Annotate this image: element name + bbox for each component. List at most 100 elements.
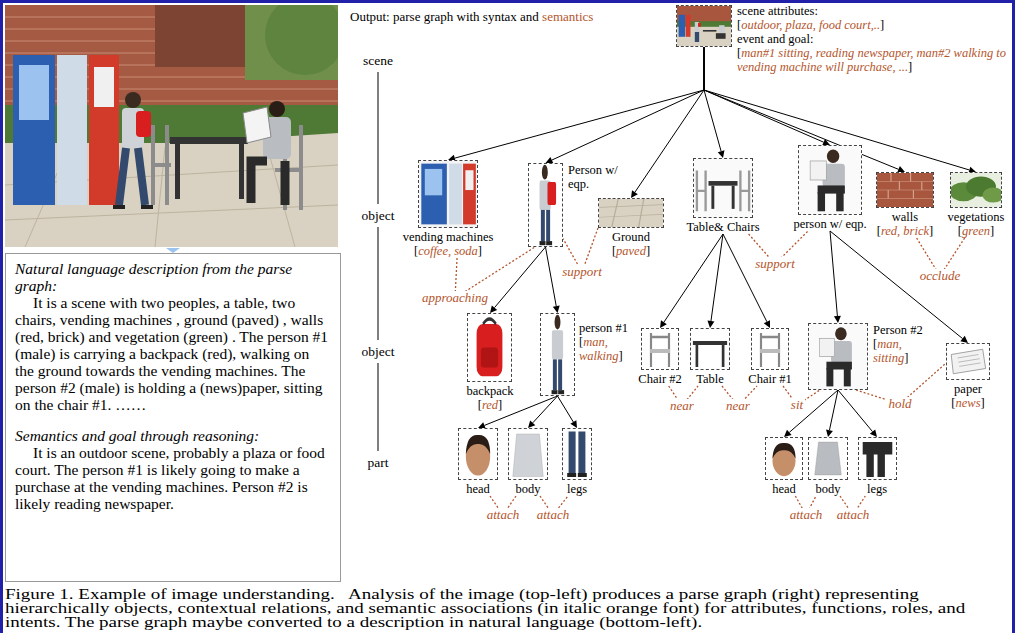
- part-node: body: [508, 428, 548, 496]
- object-node: vending machines[coffee, soda]: [403, 160, 494, 258]
- node-caption: Person w/ eqp.: [568, 163, 624, 191]
- connector-line: [723, 234, 767, 322]
- scene-node: scene attributes:[outdoor, plaza, food c…: [676, 5, 732, 47]
- node-caption: person w/ eqp.: [793, 217, 866, 231]
- node-caption: [outdoor, plaza, food court,..]: [737, 18, 1007, 32]
- description-box: Natural language description from the pa…: [5, 253, 341, 582]
- node-caption: legs: [567, 482, 587, 496]
- object-node: Table& Chairs: [686, 158, 759, 234]
- object-node: Ground[paved]: [598, 198, 664, 258]
- thumbnail-box: [808, 437, 848, 480]
- thumbnail-picture: [809, 324, 867, 389]
- arrowhead: [631, 190, 638, 198]
- arrowhead: [826, 429, 833, 437]
- thumbnail-box: [693, 158, 753, 218]
- node-caption: person #1: [579, 321, 631, 335]
- level-label: scene: [363, 53, 393, 68]
- arrowhead: [960, 336, 968, 343]
- part-node: legs: [858, 437, 897, 496]
- thumbnail-box: [540, 313, 575, 396]
- connector-line: [711, 234, 723, 321]
- node-caption: event and goal:: [737, 32, 1007, 46]
- description-text: It is a scene with two peoples, a table,…: [15, 294, 331, 413]
- tree-arrow: [784, 390, 838, 437]
- relation-label: attach: [485, 508, 522, 522]
- tree-arrow: [660, 234, 723, 328]
- tree-arrow: [546, 247, 560, 313]
- arrowhead: [784, 430, 792, 437]
- thumbnail-box: [598, 198, 664, 228]
- scene-photo: [5, 5, 338, 247]
- connector-line: [704, 47, 721, 151]
- thumbnail-box: [562, 428, 592, 480]
- object-node: person #1[man, walking]: [540, 313, 575, 396]
- thumbnail-box: [508, 428, 548, 480]
- object-node: Chair #2: [638, 328, 681, 386]
- thumbnail-box: [751, 328, 789, 370]
- connector-line: [455, 47, 704, 158]
- attribute-value: red, brick: [881, 224, 929, 238]
- side-caption: Person w/ eqp.: [568, 163, 624, 191]
- thumbnail-picture: [677, 6, 731, 46]
- node-caption: [man, walking]: [579, 335, 631, 363]
- thumbnail-box: [676, 5, 732, 47]
- arrowhead: [490, 305, 497, 313]
- arrowhead: [870, 429, 877, 437]
- relation-label: support: [560, 265, 604, 279]
- tree-arrow: [707, 234, 723, 328]
- object-node: Table: [690, 328, 730, 386]
- connector-line: [546, 247, 557, 306]
- node-caption: [coffee, soda]: [414, 244, 482, 258]
- node-caption: Table& Chairs: [686, 220, 759, 234]
- side-caption: Person #2[man, sitting]: [873, 323, 933, 365]
- thumbnail-picture: [419, 161, 477, 227]
- thumbnail-picture: [809, 438, 847, 479]
- object-node: paper[news]: [946, 343, 990, 410]
- node-caption: Chair #2: [638, 372, 681, 386]
- arrowhead: [553, 305, 560, 313]
- section-heading: Natural language description from the pa…: [15, 260, 331, 294]
- level-label: part: [368, 455, 389, 470]
- arrowhead: [764, 320, 770, 328]
- thumbnail-box: [528, 163, 563, 247]
- relation-label: sit: [789, 398, 805, 412]
- connector-line: [829, 390, 838, 430]
- node-caption: vegetations: [948, 210, 1005, 224]
- attribute-value: news: [956, 396, 981, 410]
- connector-line: [494, 247, 545, 308]
- tree-arrow: [490, 247, 546, 313]
- connector-line: [533, 396, 558, 423]
- attribute-value: man, walking: [579, 335, 619, 363]
- connector-line: [558, 396, 574, 422]
- thumbnail-box: [808, 323, 868, 390]
- connector-line: [664, 234, 723, 322]
- node-caption: [red, brick]: [877, 224, 933, 238]
- node-caption: backpack: [466, 384, 513, 398]
- connector-line: [789, 390, 838, 432]
- thumbnail-picture: [599, 199, 663, 227]
- relation-label: near: [668, 399, 696, 413]
- object-node: vegetations[green]: [948, 172, 1005, 238]
- thumbnail-picture: [691, 329, 729, 369]
- attribute-value: coffee, soda: [418, 244, 478, 258]
- attribute-value: paved: [616, 244, 646, 258]
- thumbnail-box: [690, 328, 730, 370]
- thumbnail-picture: [529, 164, 562, 246]
- object-node: person w/ eqp.: [793, 145, 866, 231]
- relation-label: attach: [788, 508, 825, 522]
- relation-label: approaching: [420, 291, 490, 305]
- thumbnail-picture: [877, 173, 933, 207]
- arrowhead: [570, 420, 577, 428]
- tree-arrow: [546, 47, 705, 163]
- node-caption: body: [816, 482, 841, 496]
- node-caption: Ground: [612, 230, 650, 244]
- arrowhead: [660, 320, 667, 328]
- thumbnail-box: [946, 343, 990, 380]
- tree-arrow: [826, 390, 838, 437]
- node-caption: Chair #1: [748, 372, 791, 386]
- node-caption: [man#1 sitting, reading newspaper, man#2…: [737, 46, 1007, 74]
- attribute-value: man, sitting: [873, 337, 904, 365]
- tree-arrow: [528, 396, 558, 428]
- arrowhead: [834, 316, 841, 323]
